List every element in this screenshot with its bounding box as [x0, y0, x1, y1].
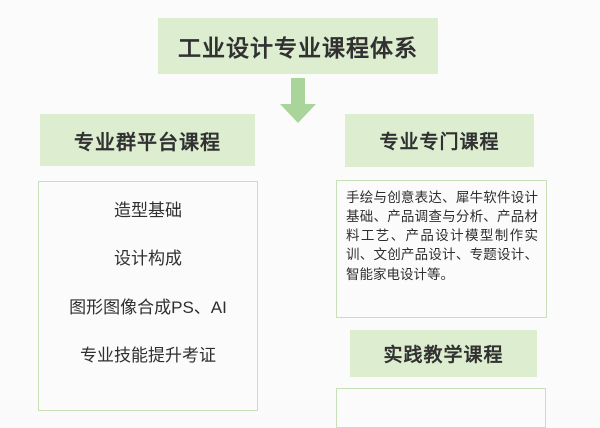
- list-item: 设计构成: [114, 249, 182, 269]
- diagram-canvas: 工业设计专业课程体系 专业群平台课程 造型基础 设计构成 图形图像合成PS、AI…: [38, 18, 547, 428]
- list-item: 造型基础: [114, 201, 182, 220]
- right-column-header-text: 专业专门课程: [379, 132, 500, 153]
- left-column-header: 专业群平台课程: [40, 114, 255, 166]
- list-item: 图形图像合成PS、AI: [69, 297, 227, 317]
- practice-course-header: 实践教学课程: [350, 330, 537, 377]
- left-column-header-text: 专业群平台课程: [74, 131, 221, 154]
- diagram-title: 工业设计专业课程体系: [158, 18, 438, 74]
- right-column-header: 专业专门课程: [345, 114, 534, 167]
- arrow-down-icon: [278, 78, 318, 124]
- right-column-body-text: 手绘与创意表达、犀牛软件设计基础、产品调查与分析、产品材料工艺、产品设计模型制作…: [346, 190, 538, 282]
- practice-course-body: [336, 388, 546, 428]
- right-column-body: 手绘与创意表达、犀牛软件设计基础、产品调查与分析、产品材料工艺、产品设计模型制作…: [336, 180, 547, 318]
- left-column-body: 造型基础 设计构成 图形图像合成PS、AI 专业技能提升考证: [38, 181, 258, 411]
- list-item: 专业技能提升考证: [80, 345, 216, 365]
- practice-course-header-text: 实践教学课程: [383, 345, 504, 366]
- diagram-title-text: 工业设计专业课程体系: [178, 35, 418, 61]
